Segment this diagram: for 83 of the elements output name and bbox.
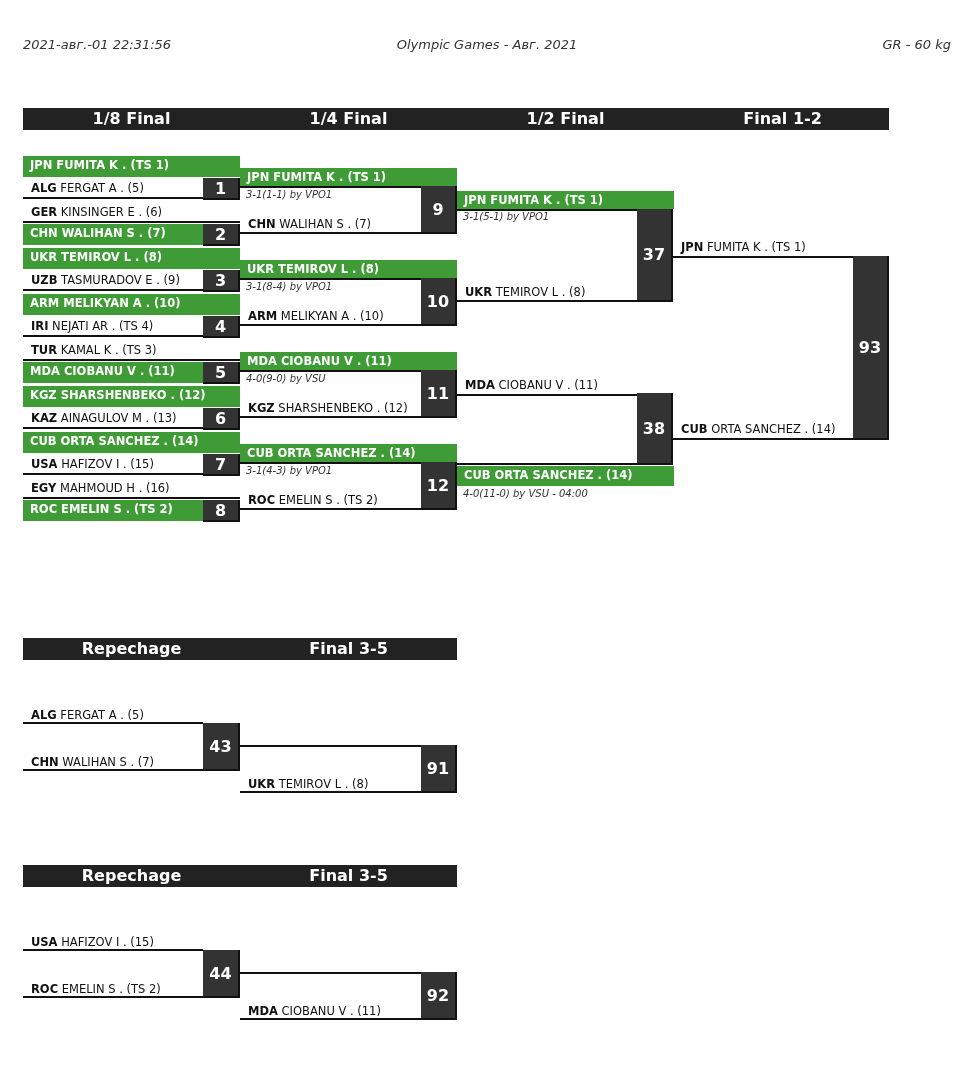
- match-number-box: 92: [421, 972, 457, 1020]
- competitor-name: KGZ SHARSHENBEKO . (12): [240, 399, 421, 417]
- bracket-line: [239, 416, 422, 418]
- bracket-line: [672, 256, 854, 258]
- column-heading: 1/4 Final: [309, 110, 388, 128]
- match-number-box: 10: [421, 278, 457, 326]
- match-number-box: 44: [203, 950, 240, 998]
- bracket-line: [239, 745, 422, 747]
- competitor-name: UKR TEMIROV L . (8): [240, 774, 421, 793]
- bracket-line: [239, 370, 422, 372]
- score-text: 3-1(8-4) by VPO1: [246, 281, 333, 292]
- competitor-name: JPN FUMITA K . (TS 1): [673, 238, 853, 256]
- competitor-name: CUB ORTA SANCHEZ . (14): [673, 420, 853, 438]
- competitor-name: CHN WALIHAN S . (7): [23, 752, 203, 771]
- match-number-box: 7: [203, 454, 240, 476]
- bracket-line: [456, 463, 638, 465]
- match-number-box: 12: [421, 462, 457, 510]
- column-heading: Final 3-5: [309, 640, 388, 658]
- match-number-box: 8: [203, 500, 240, 522]
- competitor-name: ROC EMELIN S . (TS 2): [23, 979, 203, 998]
- header-bar: [23, 865, 457, 887]
- bracket-line: [456, 394, 638, 396]
- match-number-box: 6: [203, 408, 240, 430]
- match-number-box: 9: [421, 186, 457, 234]
- competitor-bar: MDA CIOBANU V . (11): [240, 352, 457, 370]
- column-heading: Repechage: [81, 640, 182, 658]
- competitor-bar: KGZ SHARSHENBEKO . (12): [23, 386, 240, 407]
- timestamp: 2021-авг.-01 22:31:56: [23, 37, 172, 52]
- bracket-line: [239, 324, 422, 326]
- match-number-box: 5: [203, 362, 240, 384]
- score-text: 4-0(11-0) by VSU - 04:00: [463, 488, 588, 499]
- match-number-box: 2: [203, 224, 240, 246]
- competitor-bar: CUB ORTA SANCHEZ . (14): [457, 466, 674, 486]
- competitor-name: ROC EMELIN S . (TS 2): [240, 491, 421, 509]
- competitor-name: MDA CIOBANU V . (11): [457, 376, 637, 394]
- match-number-box: 11: [421, 370, 457, 418]
- column-heading: Repechage: [81, 867, 182, 885]
- event-title: Olympic Games - Авг. 2021: [396, 37, 578, 52]
- column-heading: 1/2 Final: [526, 110, 605, 128]
- match-number-box: 91: [421, 745, 457, 793]
- competitor-bar: JPN FUMITA K . (TS 1): [457, 191, 674, 209]
- bracket-line: [239, 232, 422, 234]
- match-number-box: 43: [203, 723, 240, 771]
- competitor-bar: ROC EMELIN S . (TS 2): [23, 500, 203, 521]
- score-text: 4-0(9-0) by VSU: [246, 373, 326, 384]
- competitor-bar: UKR TEMIROV L . (8): [23, 248, 240, 269]
- header-bar: [23, 638, 457, 660]
- bracket-line: [239, 462, 422, 464]
- bracket-line: [672, 438, 854, 440]
- competitor-bar: CUB ORTA SANCHEZ . (14): [23, 432, 240, 453]
- bracket-line: [456, 300, 638, 302]
- match-number-box: 93: [853, 256, 889, 440]
- score-text: 3-1(1-1) by VPO1: [246, 189, 333, 200]
- score-text: 3-1(4-3) by VPO1: [246, 465, 333, 476]
- match-number-box: 37: [637, 209, 673, 302]
- competitor-bar: CUB ORTA SANCHEZ . (14): [240, 444, 457, 462]
- column-heading: Final 3-5: [309, 867, 388, 885]
- competitor-name: UKR TEMIROV L . (8): [457, 283, 637, 301]
- competitor-name: MDA CIOBANU V . (11): [240, 1001, 421, 1020]
- score-text: 3-1(5-1) by VPO1: [463, 211, 550, 222]
- header-bar: [23, 108, 889, 130]
- match-number-box: 4: [203, 316, 240, 338]
- competitor-bar: JPN FUMITA K . (TS 1): [23, 156, 240, 177]
- competitor-bar: UKR TEMIROV L . (8): [240, 260, 457, 278]
- weight-class: GR - 60 kg: [882, 37, 951, 52]
- bracket-line: [239, 972, 422, 974]
- competitor-bar: CHN WALIHAN S . (7): [23, 224, 203, 245]
- bracket-line: [239, 508, 422, 510]
- match-number-box: 1: [203, 178, 240, 200]
- competitor-name: USA HAFIZOV I . (15): [23, 932, 203, 951]
- column-heading: 1/8 Final: [92, 110, 171, 128]
- bracket-line: [239, 186, 422, 188]
- column-heading: Final 1-2: [743, 110, 822, 128]
- competitor-name: ALG FERGAT A . (5): [23, 705, 203, 724]
- bracket-line: [456, 209, 638, 211]
- match-number-box: 3: [203, 270, 240, 292]
- bracket-line: [239, 278, 422, 280]
- competitor-name: CHN WALIHAN S . (7): [240, 215, 421, 233]
- competitor-bar: JPN FUMITA K . (TS 1): [240, 168, 457, 186]
- competitor-bar: ARM MELIKYAN A . (10): [23, 294, 240, 315]
- competitor-bar: MDA CIOBANU V . (11): [23, 362, 203, 383]
- match-number-box: 38: [637, 393, 673, 465]
- competitor-name: ARM MELIKYAN A . (10): [240, 307, 421, 325]
